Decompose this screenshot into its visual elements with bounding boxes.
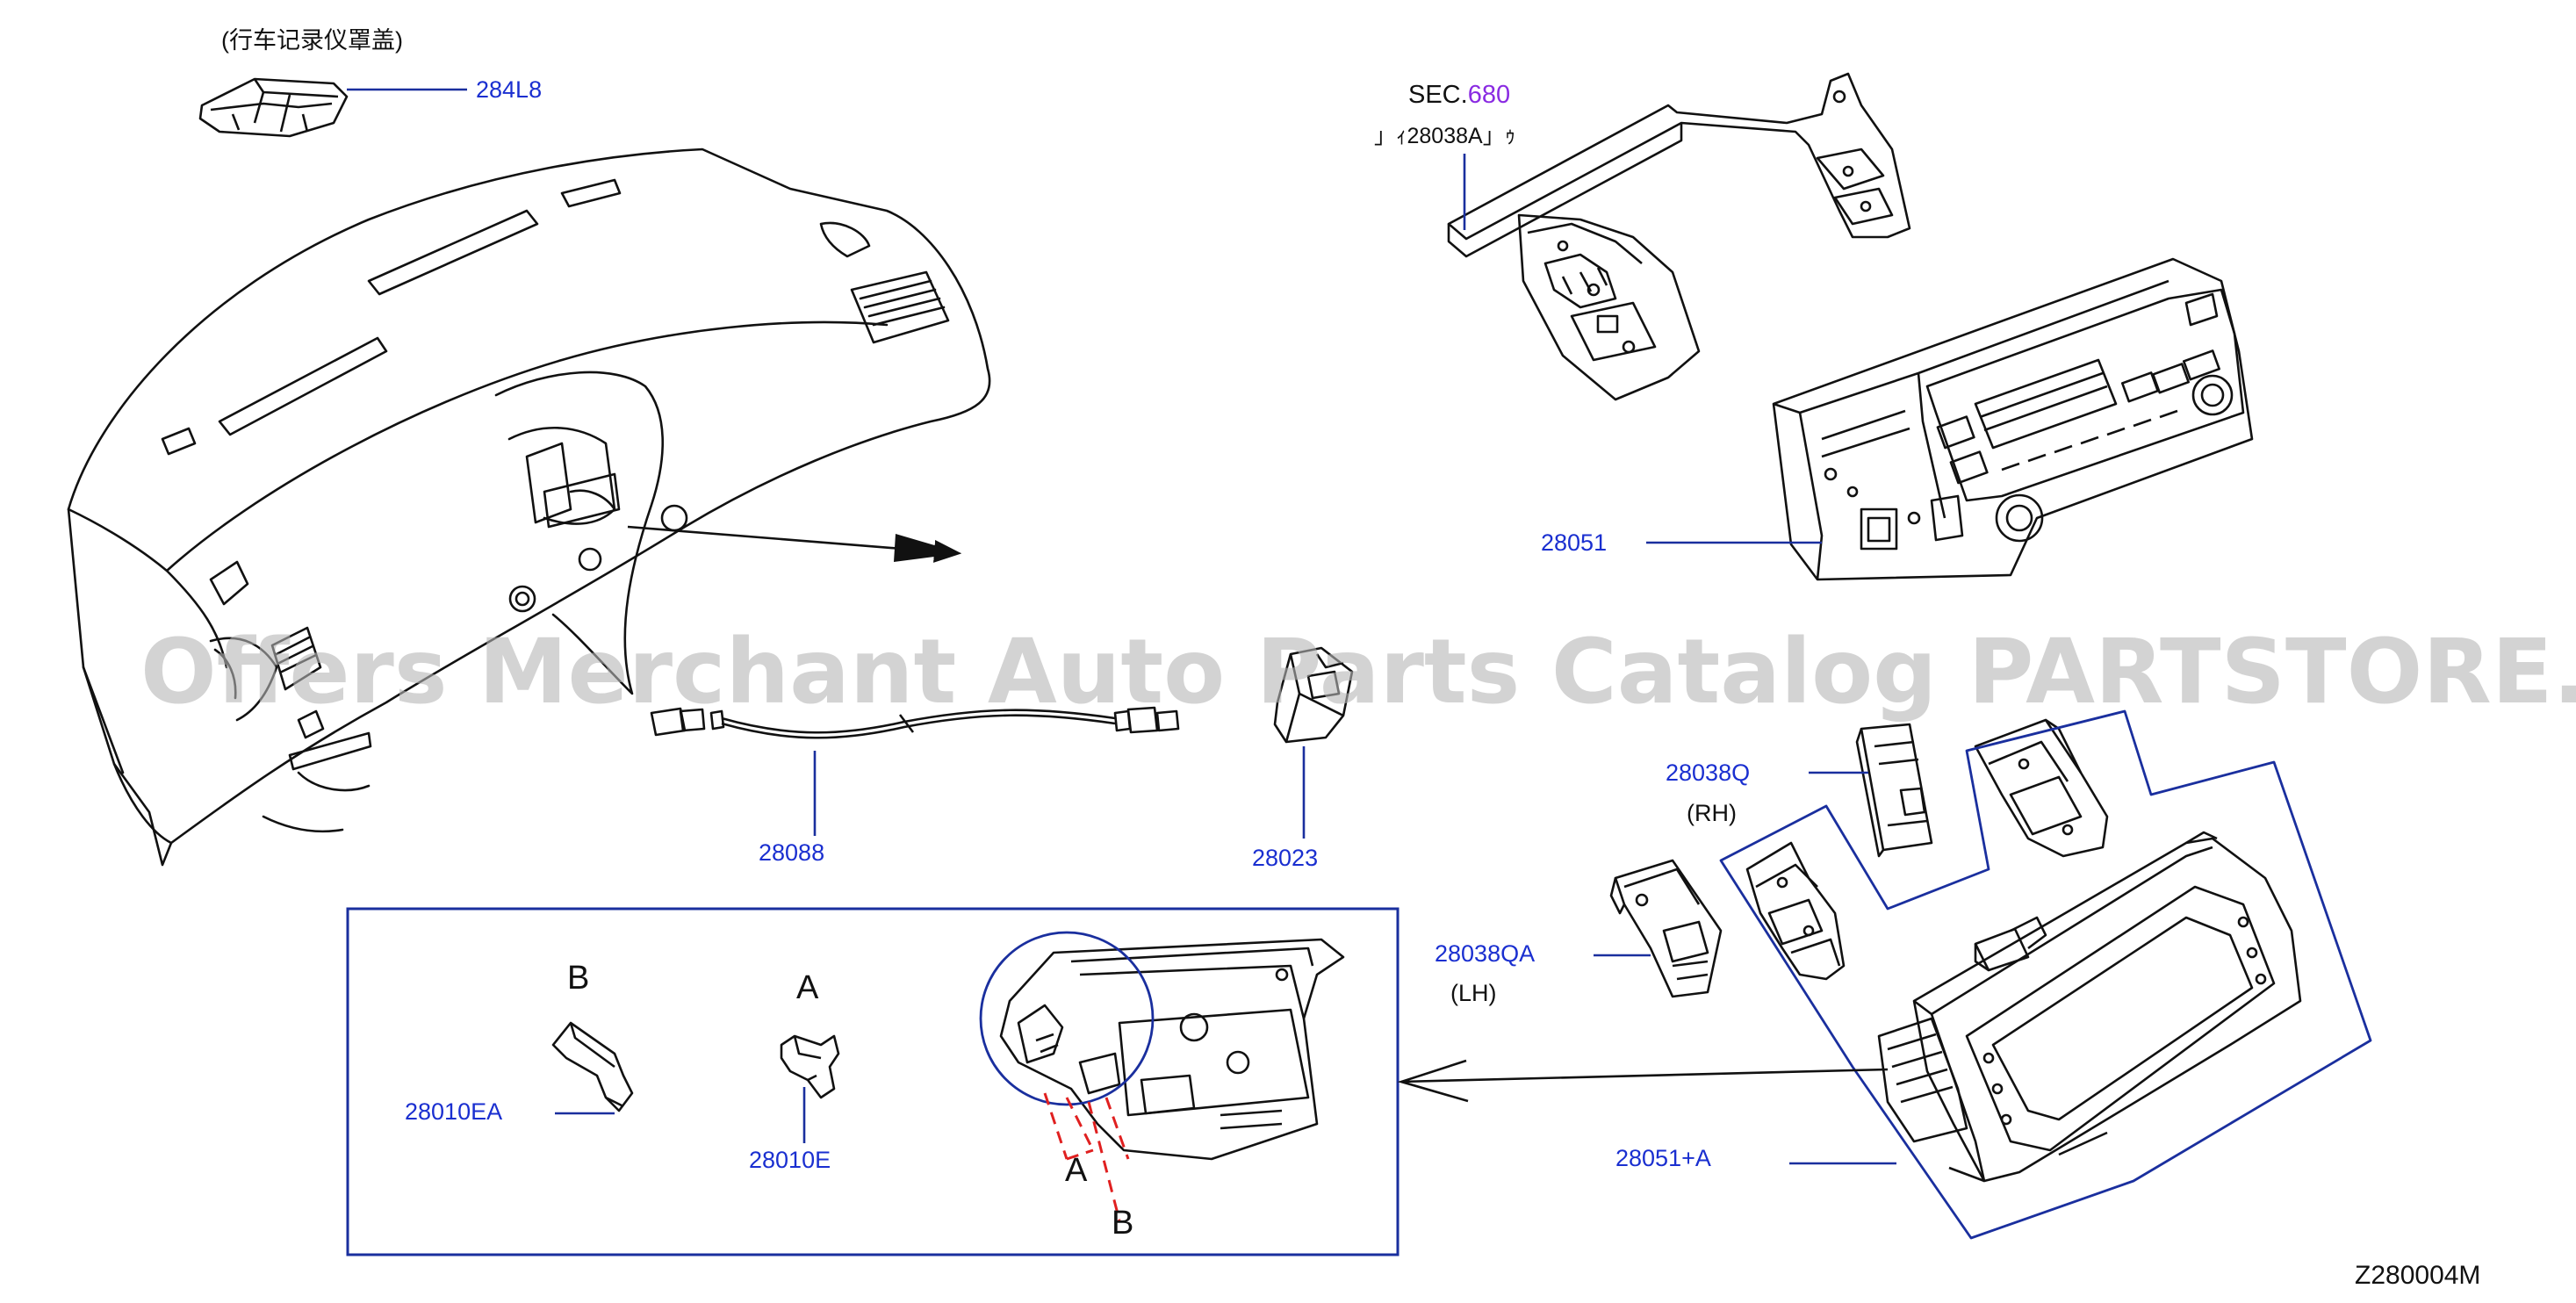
inset-frame bbox=[346, 907, 1400, 1256]
dashboard-panel-drawing bbox=[67, 148, 991, 867]
watermark-text: Offers Merchant Auto Parts Catalog PARTS… bbox=[140, 620, 2576, 724]
nav-group-outline bbox=[1719, 709, 2372, 1240]
side-label-lh: (LH) bbox=[1450, 980, 1497, 1006]
bracket-rh-drawing bbox=[1855, 723, 1933, 858]
diagram-code: Z280004M bbox=[2355, 1261, 2481, 1290]
sec-number: 680 bbox=[1467, 81, 1511, 109]
sec-prefix: SEC. bbox=[1408, 81, 1468, 109]
leader-lines bbox=[347, 88, 1896, 1165]
red-dashed-guides bbox=[1043, 1092, 1130, 1221]
part-label-28010EA[interactable]: 28010EA bbox=[405, 1098, 503, 1125]
clip-a-drawing bbox=[780, 1034, 840, 1099]
bracket-lh-drawing bbox=[1609, 859, 1723, 998]
inset-detail-circle bbox=[979, 931, 1155, 1106]
cable-drawing bbox=[650, 706, 1180, 739]
part-label-28010E[interactable]: 28010E bbox=[749, 1147, 831, 1173]
part-label-28051A[interactable]: 28051+A bbox=[1615, 1145, 1711, 1171]
guide-letter-b: B bbox=[1112, 1205, 1134, 1242]
dashboard-arrow-head bbox=[894, 534, 961, 562]
sec-part-ref: 」ｨ28038A」ｩ bbox=[1374, 124, 1516, 148]
connector-drawing bbox=[1273, 646, 1354, 744]
sec-reference[interactable]: SEC.680 bbox=[1408, 83, 1510, 108]
inset-arrow-head bbox=[1397, 1059, 1469, 1103]
part-label-28088[interactable]: 28088 bbox=[759, 839, 825, 866]
bracket-drawing bbox=[1447, 72, 1911, 401]
inset-radio-drawing bbox=[999, 938, 1345, 1161]
part-label-28038Q[interactable]: 28038Q bbox=[1666, 759, 1751, 786]
part-label-28051[interactable]: 28051 bbox=[1541, 529, 1608, 556]
clip-letter-a: A bbox=[796, 969, 819, 1006]
dashcam-cover-note: (行车记录仪罩盖) bbox=[221, 27, 403, 54]
clip-b-drawing bbox=[551, 1021, 634, 1112]
side-label-rh: (RH) bbox=[1687, 800, 1737, 826]
inset-arrow-line bbox=[1400, 1068, 1889, 1083]
nav-bracket-right-drawing bbox=[1974, 718, 2109, 858]
part-label-28038QA[interactable]: 28038QA bbox=[1435, 940, 1536, 967]
radio-unit-drawing bbox=[1772, 257, 2254, 581]
dashcam-cover-drawing bbox=[198, 77, 349, 138]
nav-unit-drawing bbox=[1877, 831, 2302, 1183]
clip-letter-b: B bbox=[567, 960, 590, 997]
part-label-284L8[interactable]: 284L8 bbox=[476, 76, 543, 103]
part-label-28023[interactable]: 28023 bbox=[1252, 845, 1319, 871]
guide-letter-a: A bbox=[1065, 1152, 1088, 1189]
nav-bracket-left-drawing bbox=[1745, 841, 1846, 981]
